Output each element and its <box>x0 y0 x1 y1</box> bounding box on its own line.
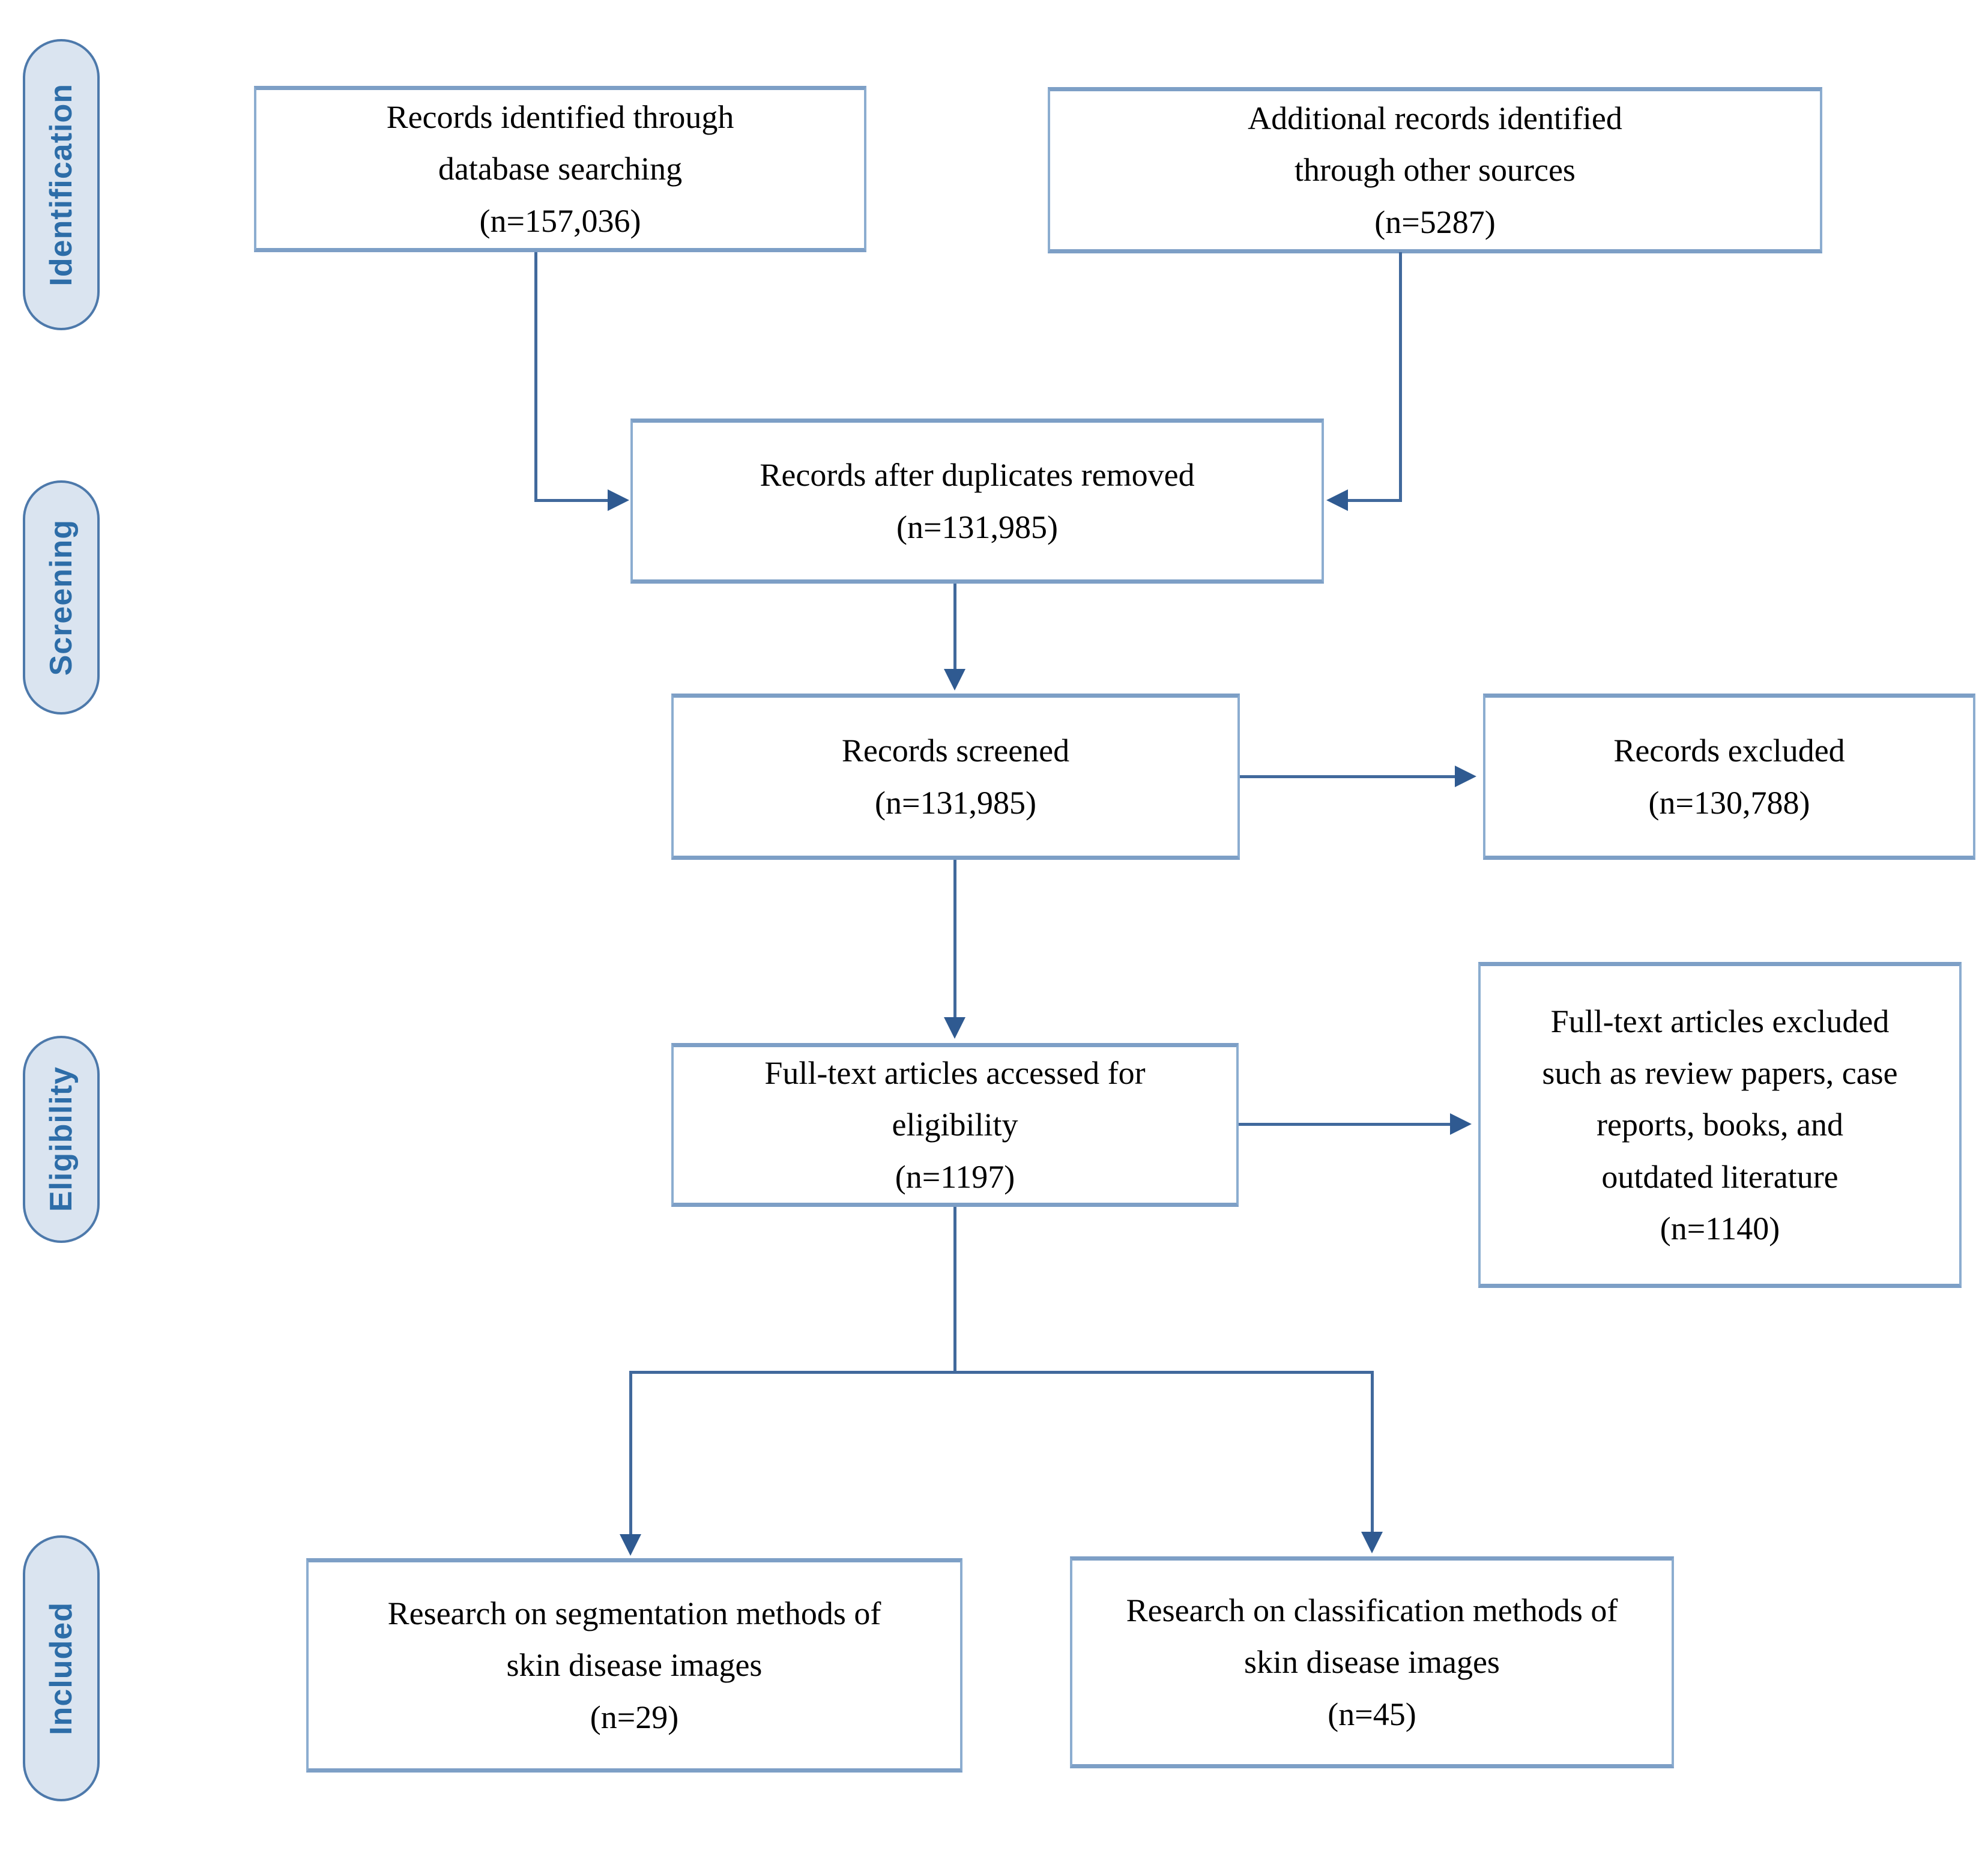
connector-branch-horizontal <box>629 1371 1374 1374</box>
connector-screened-to-excluded <box>1240 775 1455 778</box>
stage-pill-label: Included <box>44 1601 79 1735</box>
connector-fulltext-to-fulltext-excluded <box>1239 1123 1450 1126</box>
stage-pill-screening: Screening <box>23 480 100 715</box>
stage-pill-label: Eligibility <box>44 1066 79 1212</box>
box-fulltext-assessed-eligibility: Full-text articles accessed for eligibil… <box>671 1043 1239 1207</box>
box-text: Full-text articles excluded such as revi… <box>1542 1003 1898 1247</box>
box-text: Research on classification methods of sk… <box>1126 1592 1618 1732</box>
box-text: Records after duplicates removed (n=131,… <box>760 457 1195 545</box>
box-records-after-duplicates-removed: Records after duplicates removed (n=131,… <box>630 419 1324 584</box>
connector-screened-to-fulltext <box>953 860 956 1017</box>
arrowhead-into-duplicates-left-icon <box>608 489 629 511</box>
connector-additional-to-duplicates-horizontal <box>1348 499 1402 502</box>
box-text: Full-text articles accessed for eligibil… <box>764 1054 1146 1195</box>
box-records-screened: Records screened (n=131,985) <box>671 694 1240 860</box>
box-records-excluded: Records excluded (n=130,788) <box>1483 694 1975 860</box>
stage-pill-identification: Identification <box>23 39 100 330</box>
connector-duplicates-to-screened <box>953 584 956 669</box>
box-research-segmentation: Research on segmentation methods of skin… <box>306 1558 962 1773</box>
arrowhead-into-fulltext-icon <box>944 1017 965 1039</box>
arrowhead-into-excluded-icon <box>1455 766 1476 787</box>
arrowhead-into-screened-icon <box>944 669 965 691</box>
arrowhead-into-duplicates-right-icon <box>1326 489 1348 511</box>
connector-branch-to-segmentation <box>629 1371 632 1534</box>
box-text: Records excluded (n=130,788) <box>1613 733 1845 821</box>
stage-pill-label: Identification <box>44 83 79 286</box>
box-text: Records screened (n=131,985) <box>841 733 1070 821</box>
connector-additional-to-duplicates-vertical <box>1399 252 1402 501</box>
box-text: Research on segmentation methods of skin… <box>387 1595 881 1735</box>
box-fulltext-excluded: Full-text articles excluded such as revi… <box>1478 962 1962 1288</box>
connector-branch-to-classification <box>1371 1371 1374 1532</box>
connector-identified-to-duplicates-vertical <box>534 252 537 501</box>
box-research-classification: Research on classification methods of sk… <box>1070 1556 1674 1768</box>
connector-identified-to-duplicates-horizontal <box>534 499 608 502</box>
stage-pill-included: Included <box>23 1535 100 1801</box>
arrowhead-into-segmentation-icon <box>620 1534 641 1556</box>
stage-pill-eligibility: Eligibility <box>23 1036 100 1243</box>
connector-fulltext-branch-stem <box>953 1207 956 1374</box>
box-additional-records-other-sources: Additional records identified through ot… <box>1048 87 1822 253</box>
box-text: Additional records identified through ot… <box>1248 100 1622 240</box>
arrowhead-into-fulltext-excluded-icon <box>1450 1113 1472 1135</box>
box-records-identified-database: Records identified through database sear… <box>254 86 866 252</box>
stage-pill-label: Screening <box>44 519 79 676</box>
arrowhead-into-classification-icon <box>1361 1532 1383 1553</box>
box-text: Records identified through database sear… <box>386 98 734 239</box>
